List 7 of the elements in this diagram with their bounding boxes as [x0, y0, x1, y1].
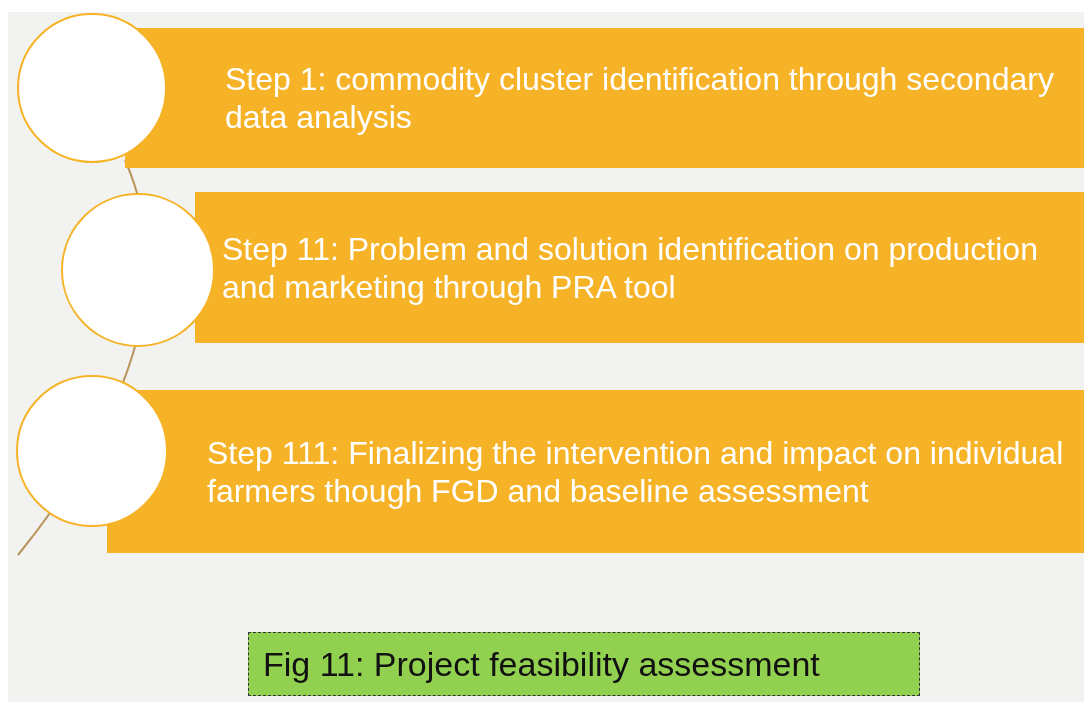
- caption: Fig 11: Project feasibility assessment: [248, 632, 920, 696]
- step-bar: [107, 390, 1084, 553]
- step-text: Step 1: commodity cluster identification through secondary data analysis: [225, 60, 1055, 136]
- step-bar: [195, 192, 1084, 343]
- step-text: Step 111: Finalizing the intervention and impact on individual farmers though FGD and baseline assessment: [207, 433, 1065, 510]
- step-bar: [125, 28, 1084, 168]
- step-text: Step 11: Problem and solution identification on production and marketing through PRA tool: [222, 229, 1039, 306]
